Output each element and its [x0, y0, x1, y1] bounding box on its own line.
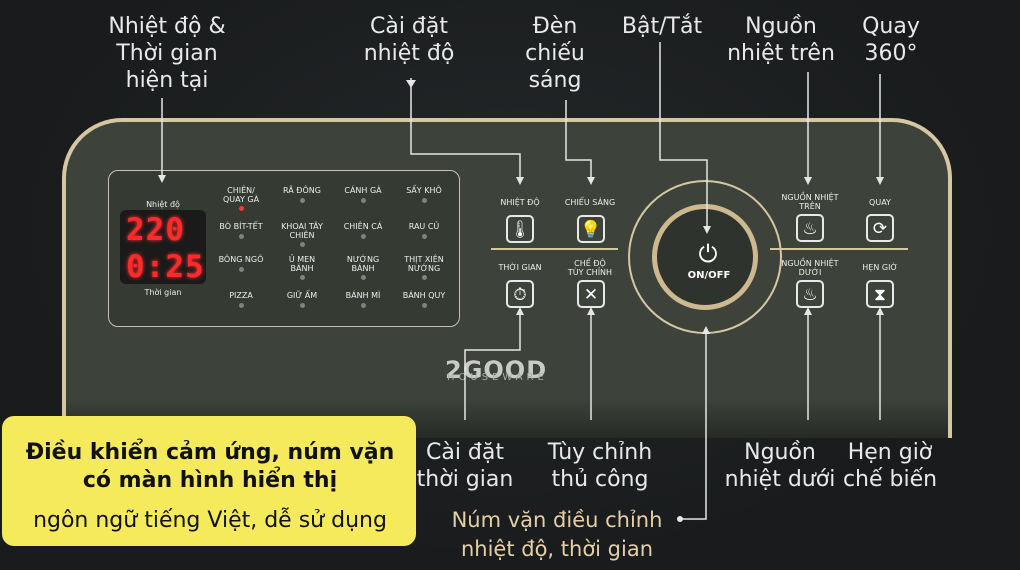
label-set-temp: Cài đặt nhiệt độ	[363, 14, 455, 66]
cooking-mode-indicator[interactable]	[422, 198, 427, 203]
on-off-label: ON/OFF	[687, 270, 731, 281]
cooking-mode-label: Ủ MEN BÁNH	[288, 255, 316, 273]
label-knob: Núm vặn điều chỉnh nhiệt độ, thời gian	[451, 508, 663, 561]
btn-top-heat-label: NGUỒN NHIỆT TRÊN	[781, 193, 839, 211]
feature-callout	[2, 416, 416, 546]
cooking-mode-indicator[interactable]	[300, 198, 305, 203]
lightbulb-icon[interactable]: 💡	[577, 215, 605, 243]
control-knob[interactable]	[652, 204, 758, 310]
cooking-mode-label: BÔNG NGÔ	[218, 255, 264, 264]
btn-temp-label: NHIỆT ĐỘ	[500, 198, 540, 207]
callout-subtext: ngôn ngữ tiếng Việt, dễ sử dụng	[33, 508, 387, 533]
cooking-mode-label: KHOAI TÂY CHIÊN	[281, 222, 323, 240]
bottom-heat-icon[interactable]: ♨	[796, 280, 824, 308]
btn-timer-label: HẸN GIỜ	[862, 263, 898, 272]
label-set-time: Cài đặt thời gian	[416, 440, 514, 492]
label-manual: Tùy chỉnh thủ công	[547, 440, 653, 492]
btn-time-label: THỜI GIAN	[498, 263, 542, 272]
cooking-mode-indicator[interactable]	[239, 234, 244, 239]
cooking-mode-label: SẤY KHÔ	[406, 186, 442, 195]
cooking-mode-indicator[interactable]	[361, 275, 366, 280]
cooking-mode-indicator[interactable]	[239, 206, 244, 211]
cooking-mode-label: BÒ BÍT-TẾT	[219, 222, 263, 231]
cooking-mode-label: BÁNH QUY	[402, 291, 446, 300]
cooking-mode-indicator[interactable]	[361, 234, 366, 239]
label-top-heat: Nguồn nhiệt trên	[727, 14, 835, 66]
cooking-mode-label: CHIÊN CÁ	[343, 222, 383, 231]
rotate-icon[interactable]: ⟳	[866, 214, 894, 242]
brand-logo: 2GOOD	[445, 356, 548, 384]
cooking-mode-indicator[interactable]	[422, 234, 427, 239]
cooking-mode-label: THỊT XIÊN NƯỚNG	[404, 255, 444, 273]
cooking-mode-label: CÁNH GÀ	[344, 186, 382, 195]
cooking-mode-indicator[interactable]	[300, 275, 305, 280]
cooking-mode-label: NƯỚNG BÁNH	[346, 255, 380, 273]
callout-heading: Điều khiển cảm ứng, núm vặn có màn hình …	[25, 440, 395, 493]
label-on-off: Bật/Tắt	[621, 14, 703, 39]
cooking-mode-label: BÁNH MÌ	[345, 291, 381, 300]
brand-sub: HOUSEWARE	[447, 372, 548, 383]
time-readout: 0:25	[126, 249, 205, 285]
btn-custom-label: CHẾ ĐỘ TÙY CHỈNH	[567, 259, 613, 277]
label-temp-time-now: Nhiệt độ & Thời gian hiện tại	[108, 14, 226, 93]
power-icon[interactable]: ⏻	[698, 240, 718, 268]
cooking-mode-indicator[interactable]	[300, 303, 305, 308]
thermometer-icon[interactable]: 🌡	[506, 215, 534, 243]
label-light: Đèn chiếu sáng	[525, 14, 585, 93]
cooking-mode-label: CHIÊN/ QUAY GÀ	[222, 186, 260, 204]
cooking-mode-label: PIZZA	[229, 291, 253, 300]
cooking-mode-indicator[interactable]	[361, 198, 366, 203]
label-bottom-heat: Nguồn nhiệt dưới	[724, 440, 836, 492]
cooking-mode-label: GIỮ ẤM	[286, 291, 318, 300]
label-timer: Hẹn giờ chế biến	[842, 440, 938, 492]
cooking-mode-indicator[interactable]	[239, 303, 244, 308]
cooking-mode-indicator[interactable]	[239, 267, 244, 272]
btn-light-label: CHIẾU SÁNG	[564, 198, 616, 207]
cooking-mode-label: RÃ ĐÔNG	[283, 186, 321, 195]
digital-display	[120, 210, 206, 284]
btn-rotate-label: QUAY	[869, 198, 891, 207]
cooking-mode-indicator[interactable]	[300, 242, 305, 247]
btn-bottom-heat-label: NGUỒN NHIỆT DƯỚI	[781, 259, 839, 277]
cooking-mode-indicator[interactable]	[361, 303, 366, 308]
temp-caption: Nhiệt độ	[146, 200, 180, 209]
cooking-mode-label: RAU CỦ	[408, 222, 440, 231]
top-heat-icon[interactable]: ♨	[796, 214, 824, 242]
time-caption: Thời gian	[144, 288, 182, 297]
temp-readout: 220	[126, 212, 185, 248]
label-rotate: Quay 360°	[862, 14, 920, 66]
cooking-mode-indicator[interactable]	[422, 303, 427, 308]
cooking-mode-indicator[interactable]	[422, 275, 427, 280]
